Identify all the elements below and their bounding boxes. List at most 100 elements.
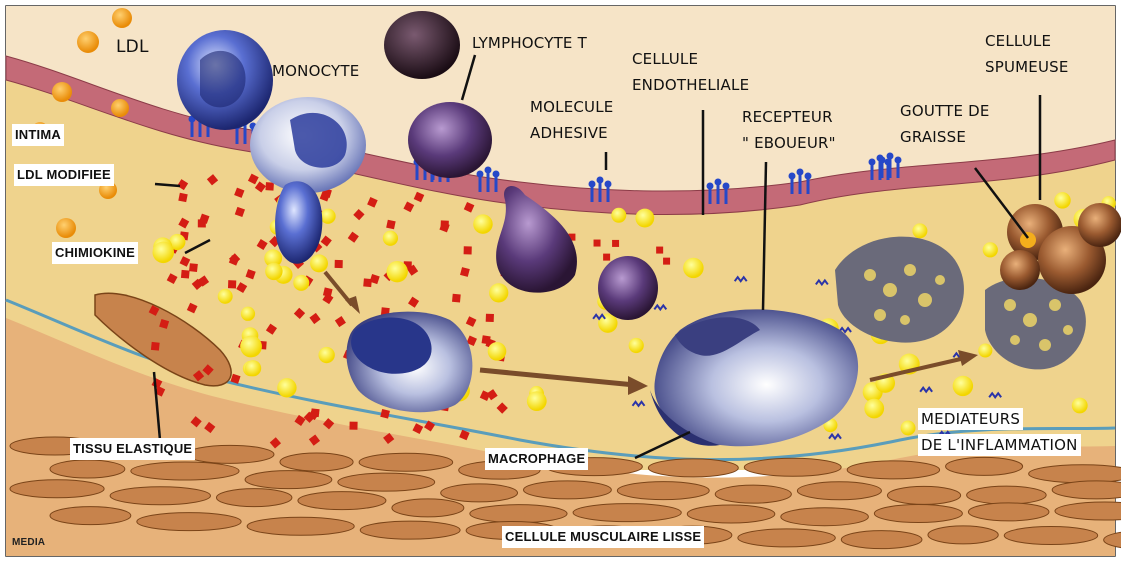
- label-cellule-endotheliale-2: ENDOTHELIALE: [632, 74, 749, 96]
- label-lymphocyte-t: LYMPHOCYTE T: [472, 32, 587, 54]
- label-cellule-musculaire-lisse: CELLULE MUSCULAIRE LISSE: [502, 526, 704, 548]
- muscle-cell: [887, 486, 960, 504]
- chemokine: [603, 254, 610, 261]
- modified-ldl: [983, 242, 998, 257]
- modified-ldl: [912, 223, 927, 238]
- muscle-cell: [1029, 465, 1121, 483]
- chemokine: [349, 422, 357, 430]
- label-intima: INTIMA: [12, 124, 64, 146]
- muscle-cell: [781, 508, 869, 526]
- muscle-cell: [847, 461, 939, 479]
- muscle-cell: [874, 505, 962, 523]
- chemokine: [464, 246, 472, 254]
- label-ldl: LDL: [116, 36, 149, 58]
- muscle-cell: [247, 517, 354, 535]
- label-molecule-adhesive-2: ADHESIVE: [530, 122, 608, 144]
- muscle-cell: [338, 473, 435, 491]
- muscle-cell: [687, 505, 775, 523]
- muscle-cell: [928, 526, 998, 544]
- chemokine: [265, 182, 273, 190]
- modified-ldl: [1054, 192, 1071, 209]
- muscle-cell: [841, 531, 922, 549]
- modified-ldl: [277, 378, 296, 397]
- label-mediateurs-2: DE L'INFLAMMATION: [918, 434, 1081, 456]
- chemokine: [656, 247, 663, 254]
- label-recepteur-2: " EBOUEUR": [742, 132, 836, 154]
- label-cellule-spumeuse-2: SPUMEUSE: [985, 56, 1069, 78]
- label-ldl-modifiee: LDL MODIFIEE: [14, 164, 114, 186]
- modified-ldl: [611, 208, 626, 223]
- muscle-cell: [470, 505, 567, 523]
- chemokine: [178, 193, 187, 202]
- chemokine: [228, 280, 236, 288]
- muscle-cell: [797, 482, 881, 500]
- label-monocyte: MONOCYTE: [272, 60, 359, 82]
- muscle-cell: [715, 485, 791, 503]
- label-mediateurs-1: MEDIATEURS: [918, 408, 1023, 430]
- muscle-cell: [245, 471, 332, 489]
- modified-ldl: [635, 209, 654, 228]
- label-tissu-elastique: TISSU ELASTIQUE: [70, 438, 195, 460]
- modified-ldl: [489, 283, 508, 302]
- muscle-cell: [441, 484, 518, 502]
- label-molecule-adhesive-1: MOLECULE: [530, 96, 613, 118]
- label-recepteur-1: RECEPTEUR: [742, 106, 833, 128]
- muscle-cell: [392, 499, 464, 517]
- modified-ldl: [318, 347, 334, 363]
- modified-ldl: [864, 399, 884, 419]
- chemokine: [452, 294, 461, 303]
- label-cellule-endotheliale-1: CELLULE: [632, 48, 698, 70]
- monocyte-cell: [177, 30, 273, 130]
- modified-ldl: [488, 342, 507, 361]
- chemokine: [335, 260, 343, 268]
- muscle-cell: [744, 458, 841, 476]
- label-chimiokine: CHIMIOKINE: [52, 242, 138, 264]
- modified-ldl: [240, 336, 262, 358]
- modified-ldl: [320, 209, 335, 224]
- chemokine: [594, 240, 601, 247]
- muscle-cell: [50, 460, 125, 478]
- chemokine: [181, 270, 190, 279]
- modified-ldl: [527, 391, 547, 411]
- lymphocyte-t-cell: [408, 102, 492, 178]
- modified-ldl: [245, 360, 261, 376]
- chemokine: [151, 342, 160, 351]
- modified-ldl: [241, 307, 255, 321]
- modified-ldl: [629, 338, 644, 353]
- modified-ldl: [265, 263, 282, 280]
- muscle-cell: [524, 481, 612, 499]
- muscle-cell: [216, 489, 291, 507]
- modified-ldl: [218, 289, 233, 304]
- chemokine: [482, 335, 491, 344]
- modified-ldl: [152, 242, 174, 264]
- muscle-cell: [967, 486, 1047, 504]
- modified-ldl: [383, 231, 398, 246]
- modified-ldl: [953, 376, 973, 396]
- modified-ldl: [901, 421, 916, 436]
- label-cellule-spumeuse-1: CELLULE: [985, 30, 1051, 52]
- muscle-cell: [137, 513, 241, 531]
- muscle-cell: [648, 459, 738, 477]
- muscle-cell: [110, 487, 210, 505]
- modified-ldl: [310, 254, 328, 272]
- modified-ldl: [683, 258, 703, 278]
- muscle-cell: [573, 504, 681, 522]
- chemokine: [311, 408, 320, 417]
- muscle-cell: [1004, 527, 1097, 545]
- modified-ldl: [293, 275, 309, 291]
- modified-ldl: [386, 261, 407, 282]
- chemokine: [486, 314, 494, 322]
- muscle-cell: [968, 503, 1049, 521]
- muscle-cell: [280, 453, 353, 471]
- muscle-cell: [10, 480, 104, 498]
- modified-ldl: [473, 214, 492, 233]
- muscle-cell: [131, 462, 239, 480]
- lymphocyte-dark: [384, 11, 460, 79]
- chemokine: [663, 258, 670, 265]
- muscle-cell: [617, 482, 709, 500]
- muscle-cell: [738, 529, 835, 547]
- label-media: MEDIA: [12, 532, 45, 554]
- label-goutte-2: GRAISSE: [900, 126, 966, 148]
